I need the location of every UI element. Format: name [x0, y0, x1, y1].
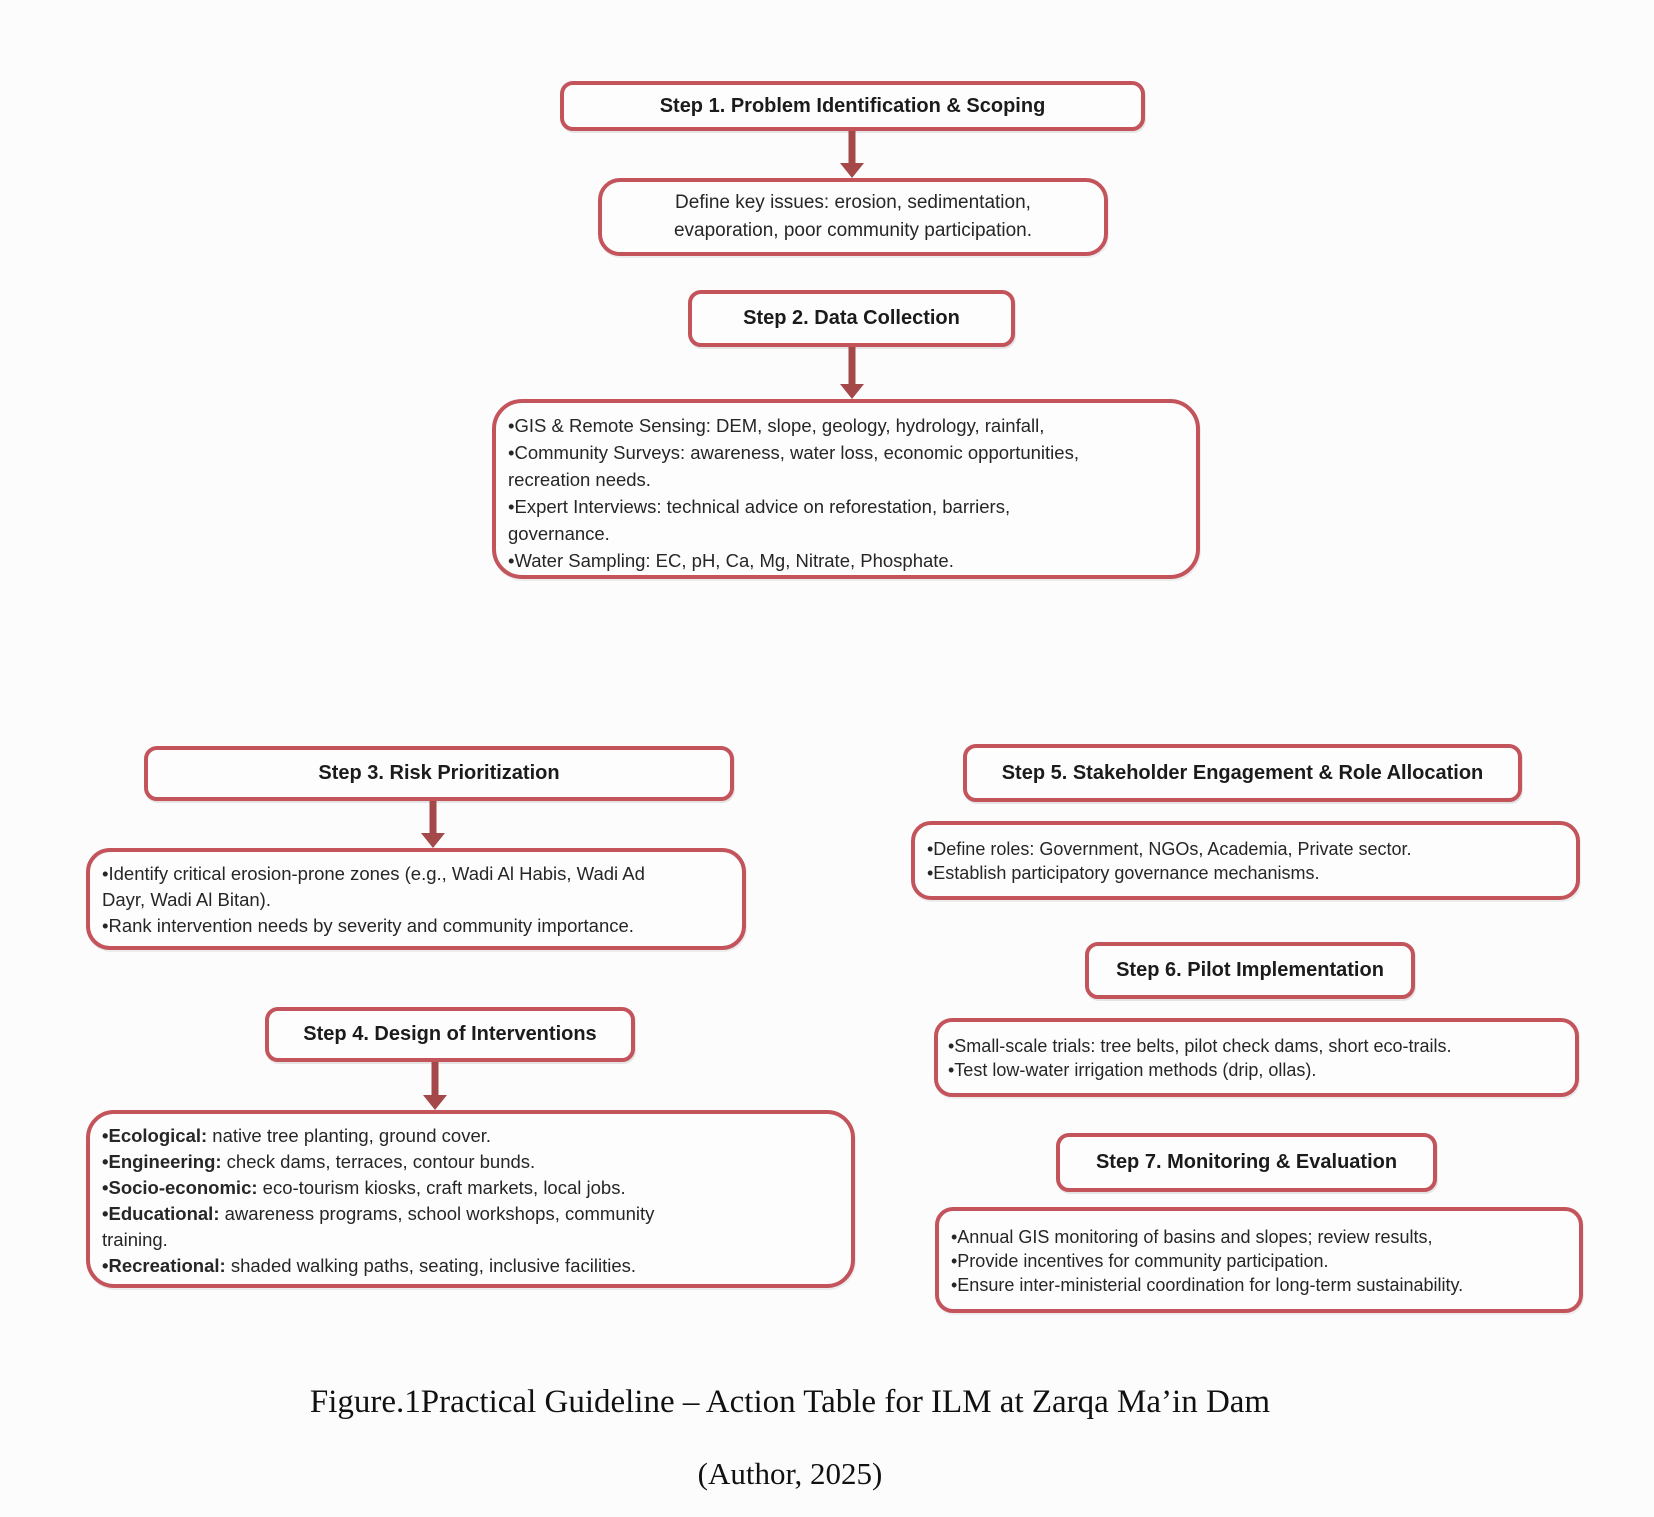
- bullet-line: •Define roles: Government, NGOs, Academi…: [927, 839, 1412, 859]
- step6-title-box: Step 6. Pilot Implementation: [1085, 942, 1415, 999]
- step5-title-box: Step 5. Stakeholder Engagement & Role Al…: [963, 744, 1522, 802]
- bullet-line: •Water Sampling: EC, pH, Ca, Mg, Nitrate…: [508, 550, 954, 571]
- down-arrow-icon: [421, 801, 445, 848]
- step3-detail-box: •Identify critical erosion-prone zones (…: [86, 848, 746, 950]
- bullet-line: •Educational: awareness programs, school…: [102, 1201, 839, 1253]
- bullet-line: •Ecological: native tree planting, groun…: [102, 1123, 839, 1149]
- step1-title-box: Step 1. Problem Identification & Scoping: [560, 81, 1145, 131]
- bullet-label: •Recreational:: [102, 1255, 226, 1276]
- step7-detail-box: •Annual GIS monitoring of basins and slo…: [935, 1207, 1583, 1313]
- figure-caption: Figure.1Practical Guideline – Action Tab…: [309, 1384, 1271, 1420]
- bullet-line: •GIS & Remote Sensing: DEM, slope, geolo…: [508, 415, 1045, 436]
- step5-detail-box: •Define roles: Government, NGOs, Academi…: [911, 821, 1580, 900]
- bullet-line: •Rank intervention needs by severity and…: [102, 915, 634, 936]
- bullet-line: •Identify critical erosion-prone zones (…: [102, 863, 645, 910]
- bullet-text: native tree planting, ground cover.: [207, 1125, 492, 1146]
- bullet-line: •Community Surveys: awareness, water los…: [508, 442, 1079, 490]
- bullet-text: awareness programs, school workshops, co…: [102, 1203, 655, 1250]
- arrow-head: [423, 1095, 447, 1110]
- arrow-stem: [429, 801, 437, 835]
- arrow-stem: [431, 1062, 439, 1097]
- step3-title-box: Step 3. Risk Prioritization: [144, 746, 734, 801]
- arrow-head: [840, 163, 864, 178]
- down-arrow-icon: [423, 1062, 447, 1110]
- bullet-line: •Ensure inter-ministerial coordination f…: [951, 1275, 1464, 1295]
- bullet-line: •Provide incentives for community partic…: [951, 1251, 1329, 1271]
- bullet-label: •Engineering:: [102, 1151, 222, 1172]
- bullet-line: •Establish participatory governance mech…: [927, 863, 1320, 883]
- bullet-label: •Educational:: [102, 1203, 220, 1224]
- bullet-text: shaded walking paths, seating, inclusive…: [225, 1255, 636, 1276]
- bullet-text: check dams, terraces, contour bunds.: [221, 1151, 536, 1172]
- arrow-head: [840, 384, 864, 399]
- bullet-line: •Recreational: shaded walking paths, sea…: [102, 1253, 839, 1279]
- bullet-text: eco-tourism kiosks, craft markets, local…: [257, 1177, 626, 1198]
- step4-detail-box: •Ecological: native tree planting, groun…: [86, 1110, 855, 1288]
- step7-title-box: Step 7. Monitoring & Evaluation: [1056, 1133, 1437, 1192]
- step1-detail-box: Define key issues: erosion, sedimentatio…: [598, 178, 1108, 256]
- arrow-stem: [848, 347, 856, 386]
- bullet-line: •Socio-economic: eco-tourism kiosks, cra…: [102, 1175, 839, 1201]
- bullet-label: •Ecological:: [102, 1125, 208, 1146]
- figure-caption-author: (Author, 2025): [697, 1456, 883, 1491]
- arrow-head: [421, 833, 445, 848]
- bullet-line: •Engineering: check dams, terraces, cont…: [102, 1149, 839, 1175]
- bullet-line: •Annual GIS monitoring of basins and slo…: [951, 1227, 1433, 1247]
- step2-title-box: Step 2. Data Collection: [688, 290, 1015, 347]
- down-arrow-icon: [840, 347, 864, 399]
- bullet-label: •Socio-economic:: [102, 1177, 258, 1198]
- down-arrow-icon: [840, 131, 864, 178]
- arrow-stem: [848, 131, 856, 165]
- step4-title-box: Step 4. Design of Interventions: [265, 1007, 635, 1062]
- bullet-line: •Small-scale trials: tree belts, pilot c…: [948, 1036, 1452, 1056]
- bullet-line: •Test low-water irrigation methods (drip…: [948, 1060, 1317, 1080]
- step2-detail-box: •GIS & Remote Sensing: DEM, slope, geolo…: [492, 399, 1200, 579]
- step6-detail-box: •Small-scale trials: tree belts, pilot c…: [934, 1018, 1579, 1097]
- bullet-line: •Expert Interviews: technical advice on …: [508, 496, 1011, 544]
